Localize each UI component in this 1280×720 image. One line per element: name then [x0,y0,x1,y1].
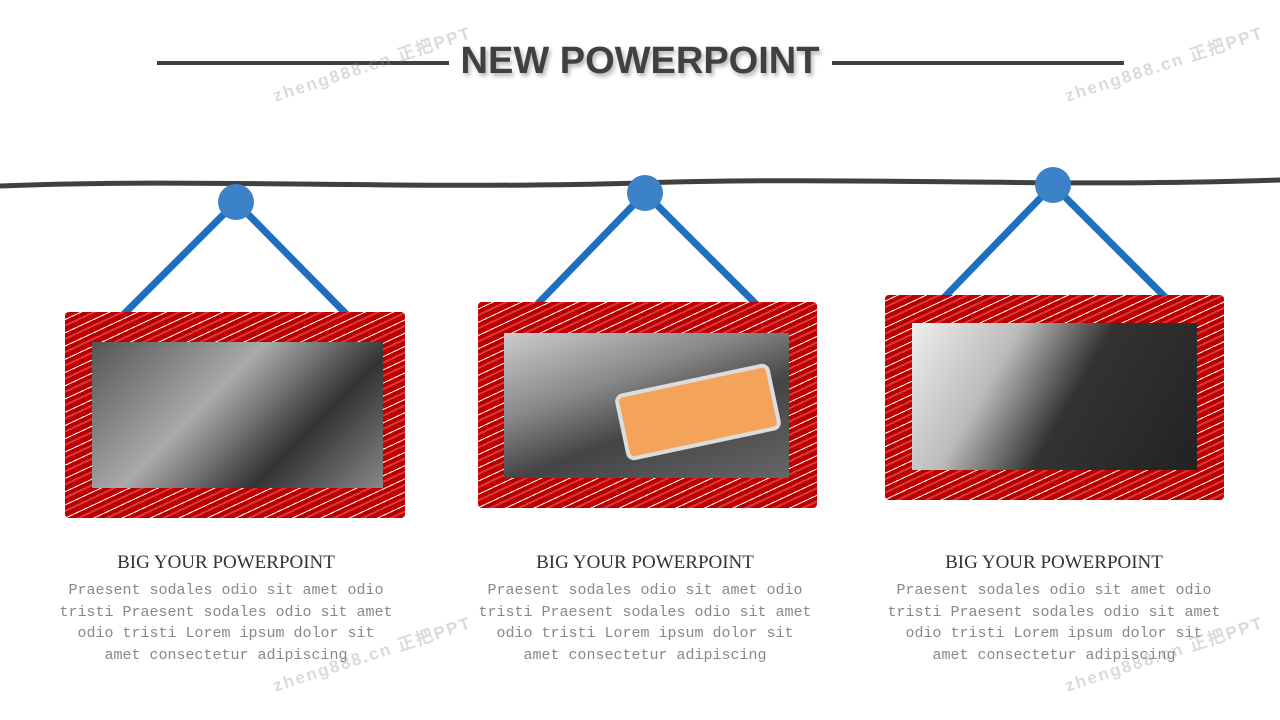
page-title: NEW POWERPOINT [0,40,1280,83]
title-rule-right [832,61,1124,65]
card-heading: BIG YOUR POWERPOINT [945,552,1163,573]
pin-2 [627,175,663,211]
card-heading: BIG YOUR POWERPOINT [536,552,754,573]
photo-desk [92,342,383,488]
pin-3 [1035,167,1071,203]
photo-phone-keyboard [504,333,789,478]
card-body: Praesent sodales odio sit amet odio tris… [478,582,812,664]
card-heading: BIG YOUR POWERPOINT [117,552,335,573]
hanger-1 [107,197,363,331]
title-rule-left [157,61,449,65]
hanger-2 [519,188,775,323]
card-3: BIG YOUR POWERPOINT Praesent sodales odio… [884,552,1224,666]
card-body: Praesent sodales odio sit amet odio tris… [59,582,393,664]
card-2: BIG YOUR POWERPOINT Praesent sodales odio… [475,552,815,666]
page-title-text: NEW POWERPOINT [448,40,832,82]
hanger-3 [927,180,1183,315]
photo-laptop [912,323,1197,470]
card-body: Praesent sodales odio sit amet odio tris… [887,582,1221,664]
pin-1 [218,184,254,220]
card-1: BIG YOUR POWERPOINT Praesent sodales odio… [56,552,396,666]
